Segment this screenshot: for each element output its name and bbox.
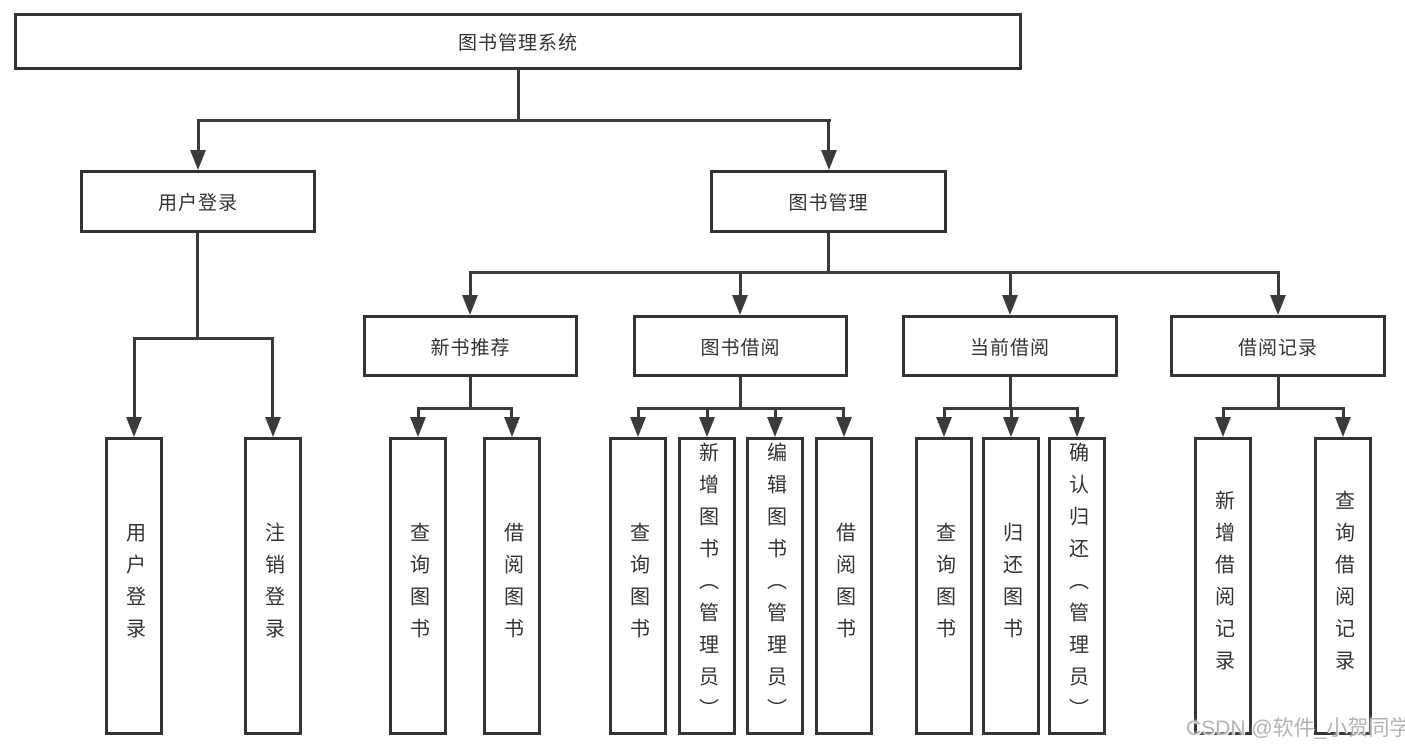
connector-line <box>469 271 472 297</box>
connector-line <box>133 337 274 340</box>
connector-line <box>842 407 845 420</box>
arrow-down-icon <box>1002 295 1018 315</box>
leaf-add-borrow-record: 新增借阅记录 <box>1194 437 1252 735</box>
arrow-down-icon <box>1069 417 1085 437</box>
leaf-borrow-book: 借阅图书 <box>815 437 873 735</box>
arrow-down-icon <box>504 417 520 437</box>
node-book-borrow: 图书借阅 <box>633 315 848 377</box>
leaf-confirm-return-admin: 确认归还（管理员） <box>1048 437 1106 735</box>
connector-line <box>739 377 742 407</box>
arrow-down-icon <box>265 417 281 437</box>
arrow-down-icon <box>410 417 426 437</box>
connector-line <box>1277 271 1280 297</box>
node-user-login: 用户登录 <box>80 170 316 233</box>
connector-line <box>1222 407 1225 420</box>
node-new-book-recommend: 新书推荐 <box>363 315 578 377</box>
node-book-management: 图书管理 <box>710 170 947 233</box>
arrow-down-icon <box>732 295 748 315</box>
leaf-borrow-book-recommend: 借阅图书 <box>483 437 541 735</box>
connector-line <box>510 407 513 420</box>
arrow-down-icon <box>699 417 715 437</box>
arrow-down-icon <box>836 417 852 437</box>
arrow-down-icon <box>126 417 142 437</box>
connector-line <box>943 407 946 420</box>
node-current-borrow: 当前借阅 <box>902 315 1118 377</box>
connector-line <box>637 407 640 420</box>
leaf-query-book-borrow: 查询图书 <box>609 437 667 735</box>
arrow-down-icon <box>1270 295 1286 315</box>
connector-line <box>1277 377 1280 407</box>
leaf-query-book-recommend: 查询图书 <box>389 437 447 735</box>
leaf-return-book: 归还图书 <box>982 437 1040 735</box>
connector-line <box>739 271 742 297</box>
connector-line <box>1009 377 1012 407</box>
leaf-query-borrow-record: 查询借阅记录 <box>1314 437 1372 735</box>
connector-line <box>271 337 274 419</box>
connector-line <box>196 233 199 337</box>
arrow-down-icon <box>936 417 952 437</box>
arrow-down-icon <box>462 295 478 315</box>
arrow-down-icon <box>1335 417 1351 437</box>
connector-line <box>469 271 1280 274</box>
connector-line <box>197 119 831 122</box>
connector-line <box>827 233 830 271</box>
connector-line <box>1222 407 1345 410</box>
connector-line <box>1342 407 1345 420</box>
arrow-down-icon <box>821 150 837 170</box>
connector-line <box>774 407 777 420</box>
arrow-down-icon <box>630 417 646 437</box>
arrow-down-icon <box>190 150 206 170</box>
arrow-down-icon <box>1003 417 1019 437</box>
connector-line <box>1010 407 1013 420</box>
connector-line <box>827 119 830 152</box>
connector-line <box>469 377 472 407</box>
leaf-query-book-current: 查询图书 <box>915 437 973 735</box>
connector-line <box>1076 407 1079 420</box>
connector-line <box>133 337 136 419</box>
leaf-edit-book-admin: 编辑图书（管理员） <box>746 437 804 735</box>
connector-line <box>1009 271 1012 297</box>
arrow-down-icon <box>1215 417 1231 437</box>
connector-line <box>197 119 200 152</box>
connector-line <box>706 407 709 420</box>
leaf-add-book-admin: 新增图书（管理员） <box>678 437 736 735</box>
watermark: CSDN @软件_小贺同学 <box>1186 717 1405 740</box>
connector-line <box>417 407 513 410</box>
leaf-user-login: 用户登录 <box>105 437 163 735</box>
connector-line <box>517 70 520 119</box>
arrow-down-icon <box>767 417 783 437</box>
node-borrow-record: 借阅记录 <box>1170 315 1386 377</box>
node-root: 图书管理系统 <box>14 13 1022 70</box>
connector-line <box>637 407 845 410</box>
connector-line <box>417 407 420 420</box>
leaf-logout: 注销登录 <box>244 437 302 735</box>
